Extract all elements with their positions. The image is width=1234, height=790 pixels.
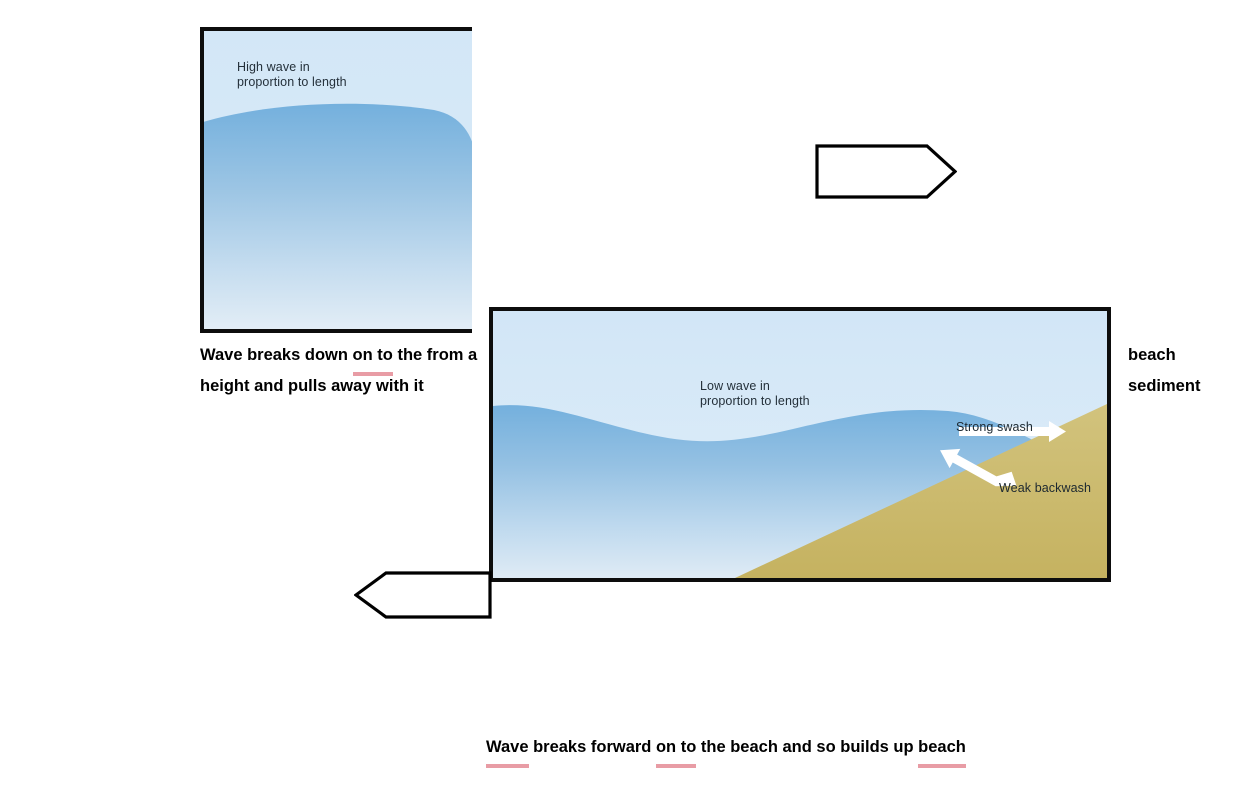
pentagon-left-icon	[354, 571, 492, 619]
high-wave-caption: High wave in proportion to length	[237, 60, 347, 90]
high-wave-caption-line1: High wave in	[237, 60, 310, 74]
bottom-annotation-underlined-3: beach	[918, 732, 966, 768]
weak-backwash-label: Weak backwash	[999, 481, 1092, 495]
bottom-annotation-seg-4: the beach and so builds up	[696, 738, 919, 756]
left-annotation-seg-4: from a height and pulls away with it	[200, 346, 478, 395]
beach-sand	[735, 404, 1107, 578]
left-annotation-seg-3: the	[392, 346, 423, 364]
left-annotation-underlined: on to	[352, 340, 394, 376]
right-annotation: beach sediment	[1128, 340, 1234, 402]
right-annotation-line1: beach	[1128, 346, 1176, 364]
bottom-annotation-underlined-2: on to	[655, 732, 697, 768]
high-wave-caption-line2: proportion to length	[237, 75, 347, 89]
high-wave-water	[204, 103, 472, 329]
left-annotation-seg-1: Wave breaks down	[200, 346, 353, 364]
low-wave-caption: Low wave in proportion to length	[700, 379, 810, 409]
pentagon-right-icon	[815, 144, 957, 199]
bottom-annotation-underlined-1: Wave	[486, 732, 529, 768]
strong-swash-arrow	[959, 421, 1066, 442]
weak-backwash-arrow	[940, 448, 1017, 487]
bottom-annotation-seg-2: breaks forward	[528, 738, 656, 756]
right-annotation-line2: sediment	[1128, 377, 1201, 395]
strong-swash-label: Strong swash	[956, 420, 1033, 434]
right-pointing-pentagon-callout[interactable]	[815, 144, 957, 199]
left-annotation: Wave breaks down on to the from a height…	[200, 340, 500, 402]
low-wave-panel	[489, 307, 1111, 582]
low-wave-illustration	[493, 311, 1107, 578]
left-pointing-pentagon-callout[interactable]	[354, 571, 492, 619]
low-wave-caption-line1: Low wave in	[700, 379, 770, 393]
high-wave-illustration	[204, 31, 472, 329]
bottom-annotation: Wave breaks forward on to the beach and …	[486, 732, 966, 768]
low-wave-caption-line2: proportion to length	[700, 394, 810, 408]
high-wave-panel	[200, 27, 472, 333]
